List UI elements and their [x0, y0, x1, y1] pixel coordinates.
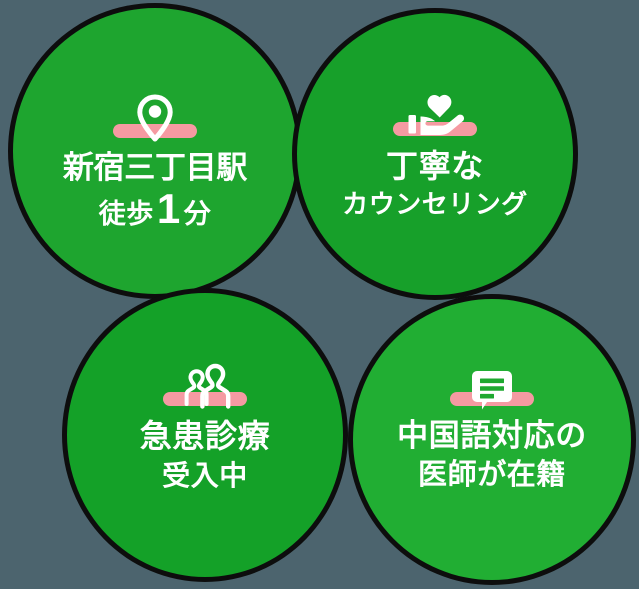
- badge-content: 急患診療 受入中: [67, 293, 343, 492]
- badge-counseling[interactable]: 丁寧な カウンセリング: [292, 8, 578, 300]
- heart-in-hand-glyph: [408, 94, 465, 135]
- badge-title-line1: 新宿三丁目駅: [62, 150, 248, 185]
- badge-title-line2: 医師が在籍: [418, 458, 566, 491]
- two-people-glyph: [184, 363, 231, 409]
- badge-title-line2: 受入中: [162, 459, 248, 491]
- badge-emergency-care[interactable]: 急患診療 受入中: [62, 288, 348, 582]
- heart-in-hand-icon: [387, 91, 483, 141]
- walk-minutes-number: 1: [156, 184, 181, 232]
- badge-title-line1: 中国語対応の: [397, 418, 587, 453]
- speech-bubble-glyph: [472, 371, 512, 410]
- icon-underline-bar: [113, 124, 197, 138]
- map-pin-glyph: [137, 94, 173, 142]
- speech-bubble-icon: [444, 361, 540, 411]
- two-people-icon: [157, 361, 253, 411]
- badge-content: 丁寧な カウンセリング: [297, 13, 573, 219]
- badge-title-line1: 丁寧な: [386, 148, 484, 184]
- minutes-unit: 分: [183, 198, 212, 229]
- badge-chinese-support[interactable]: 中国語対応の 医師が在籍: [348, 294, 636, 585]
- map-pin-icon: [107, 93, 203, 143]
- badge-title-line1: 急患診療: [139, 418, 271, 454]
- badge-content: 中国語対応の 医師が在籍: [353, 299, 631, 492]
- walk-label: 徒歩: [98, 198, 154, 229]
- badge-title-line2: カウンセリング: [342, 188, 528, 219]
